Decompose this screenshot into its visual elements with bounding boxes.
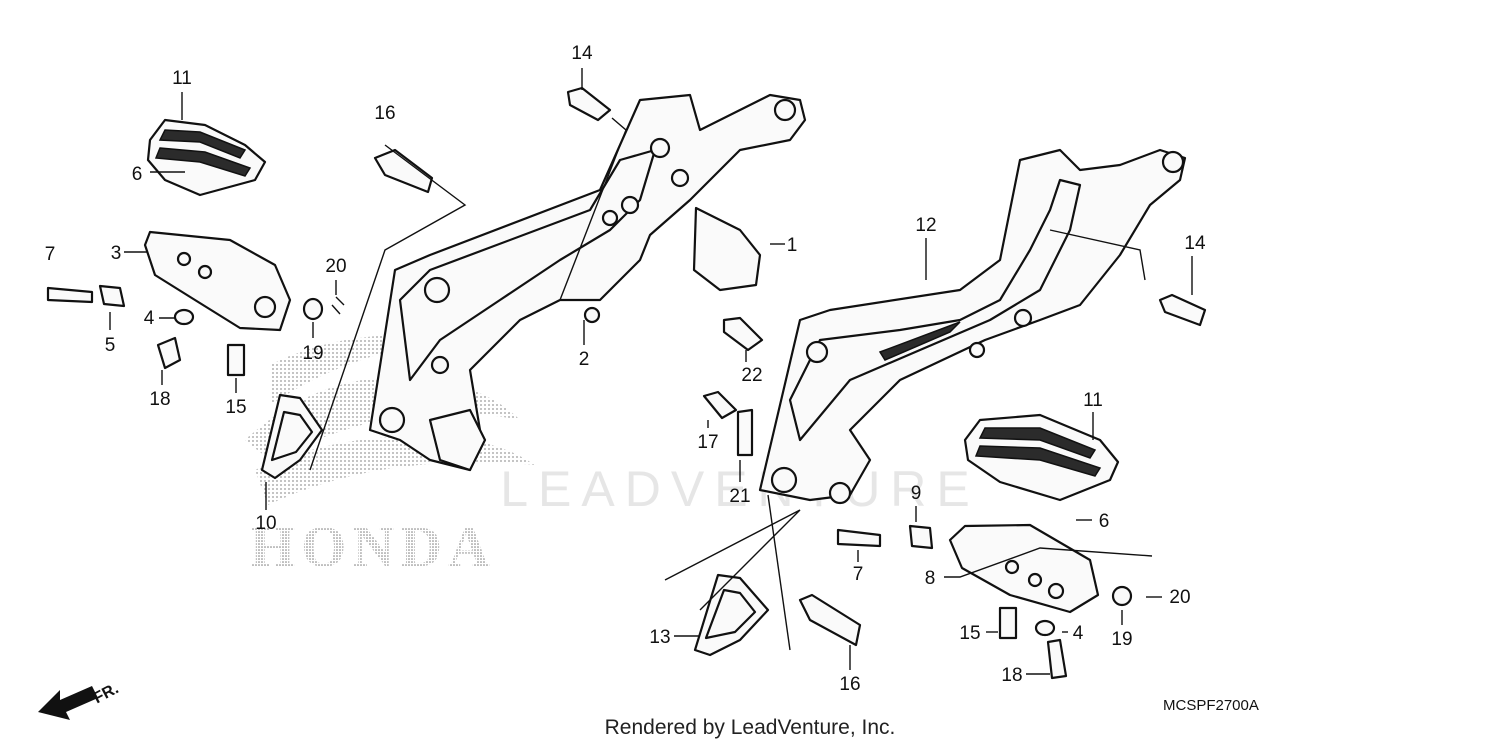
callout-7-left: 7 [45, 244, 56, 265]
callout-15-left: 15 [225, 397, 246, 418]
credit-line: Rendered by LeadVenture, Inc. [604, 716, 896, 739]
front-direction-label: FR. [91, 680, 122, 707]
callout-21: 21 [729, 486, 750, 507]
callout-2: 2 [579, 349, 590, 370]
callout-4-left: 4 [144, 308, 155, 329]
callout-19-left: 19 [302, 343, 323, 364]
diagram-code: MCSPF2700A [1163, 697, 1259, 714]
callout-14-right: 14 [1184, 233, 1206, 254]
callout-18-left: 18 [149, 389, 170, 410]
callout-7-right: 7 [853, 564, 864, 585]
callout-3: 3 [111, 243, 122, 264]
left-step [143, 230, 292, 332]
callout-13: 13 [649, 627, 670, 648]
callout-17: 17 [697, 432, 718, 453]
callout-labels: 11 6 3 7 5 4 18 15 20 19 10 16 14 1 2 22… [45, 43, 1206, 695]
front-direction-arrow: FR. [38, 680, 122, 720]
callout-14-upper: 14 [571, 43, 593, 64]
callout-12: 12 [915, 215, 936, 236]
callout-11-right: 11 [1083, 390, 1103, 411]
left-step-holder [368, 93, 807, 472]
upper-bolts [373, 86, 612, 194]
callout-1: 1 [787, 235, 798, 256]
left-hardware [46, 284, 345, 377]
right-step-holder [758, 148, 1187, 505]
right-hardware [692, 206, 1207, 680]
callout-20-left: 20 [325, 256, 346, 277]
right-heel-guard [693, 573, 770, 657]
callout-5: 5 [105, 335, 116, 356]
leader-lines [109, 68, 1193, 675]
honda-logo-text: HONDA [250, 514, 496, 579]
callout-4-right: 4 [1073, 623, 1084, 644]
callout-19-right: 19 [1111, 629, 1132, 650]
callout-9: 9 [911, 483, 922, 504]
callout-10: 10 [255, 513, 276, 534]
callout-16-upper: 16 [374, 103, 395, 124]
watermark: LEADVENTURE [500, 461, 980, 517]
callout-11-left: 11 [172, 68, 192, 89]
left-step-rubber [146, 118, 267, 197]
callout-18-right: 18 [1001, 665, 1022, 686]
callout-6-left: 6 [132, 164, 143, 185]
callout-22: 22 [741, 365, 762, 386]
callout-6-right: 6 [1099, 511, 1110, 532]
callout-16-lower: 16 [839, 674, 860, 695]
left-heel-guard [260, 393, 324, 480]
right-step [948, 523, 1100, 614]
callout-8: 8 [925, 568, 936, 589]
callout-15-right: 15 [959, 623, 980, 644]
right-step-rubber [963, 413, 1120, 502]
callout-20-right: 20 [1169, 587, 1190, 608]
